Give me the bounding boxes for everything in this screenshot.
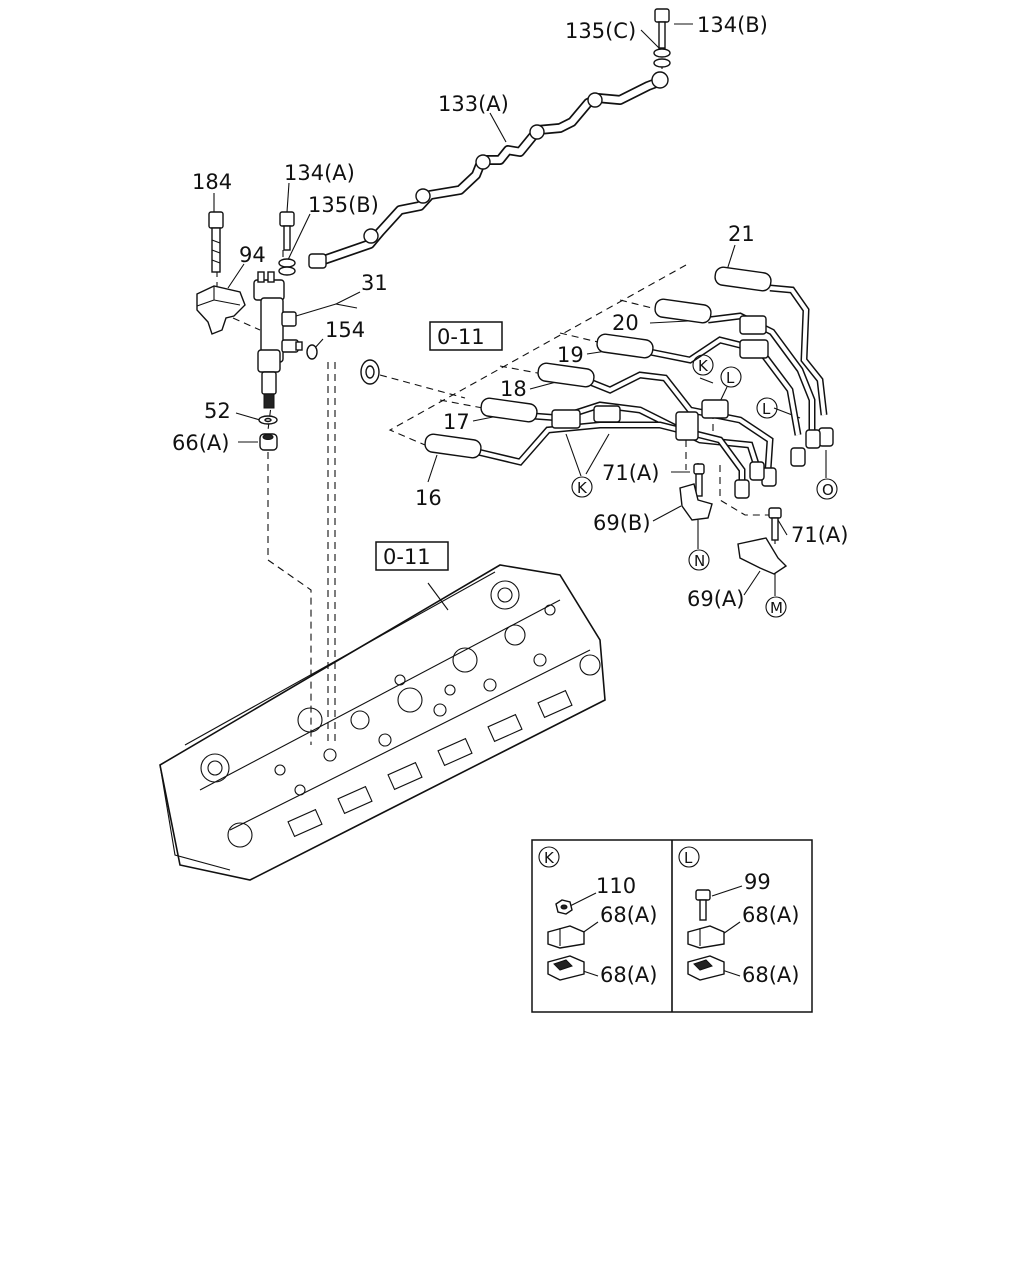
label-154: 154 — [325, 318, 365, 342]
bolt-134b — [653, 8, 671, 68]
bolt-134a — [278, 211, 296, 276]
bracket-69a — [737, 507, 788, 575]
label-16: 16 — [415, 486, 442, 510]
label-134b: 134(B) — [697, 13, 768, 37]
detail-inset: K 110 68(A) 68(A) L 99 68(A) 68(A) — [531, 839, 813, 1013]
label-31: 31 — [361, 271, 388, 295]
callout-k-upper: K — [692, 354, 714, 376]
label-135c: 135(C) — [565, 19, 636, 43]
label-69a: 69(A) — [687, 587, 744, 611]
svg-text:M: M — [770, 599, 783, 617]
label-17: 17 — [443, 410, 470, 434]
detail-l-label-68a-top: 68(A) — [742, 903, 799, 927]
svg-text:N: N — [694, 552, 705, 570]
injector-sleeve — [360, 359, 380, 385]
callout-l-upper: L — [720, 366, 742, 388]
label-52: 52 — [204, 399, 231, 423]
label-21: 21 — [728, 222, 755, 246]
callout-k-lower: K — [571, 476, 593, 498]
seal-66a — [259, 433, 278, 451]
label-20: 20 — [612, 311, 639, 335]
bracket-69b — [679, 463, 713, 521]
reference-box-mid: 0-11 — [375, 541, 449, 571]
label-66a: 66(A) — [172, 431, 229, 455]
injection-pipes — [424, 266, 834, 499]
label-133a: 133(A) — [438, 92, 509, 116]
label-18: 18 — [500, 377, 527, 401]
phantom-lines — [216, 38, 776, 745]
label-71a-upper: 71(A) — [602, 461, 659, 485]
reference-box-top: 0-11 — [429, 321, 503, 351]
cylinder-head — [159, 564, 606, 881]
label-184: 184 — [192, 170, 232, 194]
callout-o: O — [816, 478, 838, 500]
reference-label-mid: 0-11 — [383, 545, 431, 569]
detail-k-title: K — [544, 849, 555, 867]
svg-text:K: K — [698, 357, 709, 375]
label-69b: 69(B) — [593, 511, 651, 535]
bolt-184 — [208, 211, 224, 273]
detail-k-label-68a-top: 68(A) — [600, 903, 657, 927]
detail-k-label-68a-bottom: 68(A) — [600, 963, 657, 987]
washer-52 — [258, 415, 278, 425]
svg-text:O: O — [822, 481, 834, 499]
label-71a-lower: 71(A) — [791, 523, 848, 547]
detail-l-label-99: 99 — [744, 870, 771, 894]
callout-m: M — [765, 596, 787, 618]
callout-n: N — [688, 549, 710, 571]
detail-k-label-110: 110 — [596, 874, 636, 898]
label-135b: 135(B) — [308, 193, 379, 217]
injector-clamp-94 — [196, 285, 246, 335]
detail-l: L 99 68(A) 68(A) — [678, 846, 799, 987]
label-134a: 134(A) — [284, 161, 355, 185]
svg-text:K: K — [577, 479, 588, 497]
fuel-feed-pipe — [308, 71, 669, 269]
part-labels: 135(C) 134(B) 133(A) 134(A) 184 135(B) 9… — [172, 13, 848, 611]
svg-text:L: L — [726, 369, 735, 387]
reference-label-top: 0-11 — [437, 325, 485, 349]
callout-l-right: L — [756, 397, 778, 419]
detail-l-title: L — [684, 849, 693, 867]
detail-k: K 110 68(A) 68(A) — [538, 846, 657, 987]
label-94: 94 — [239, 243, 266, 267]
detail-l-label-68a-bottom: 68(A) — [742, 963, 799, 987]
label-19: 19 — [557, 343, 584, 367]
o-ring-154 — [306, 344, 318, 360]
svg-text:L: L — [762, 400, 771, 418]
fuel-injector-31 — [253, 271, 303, 409]
